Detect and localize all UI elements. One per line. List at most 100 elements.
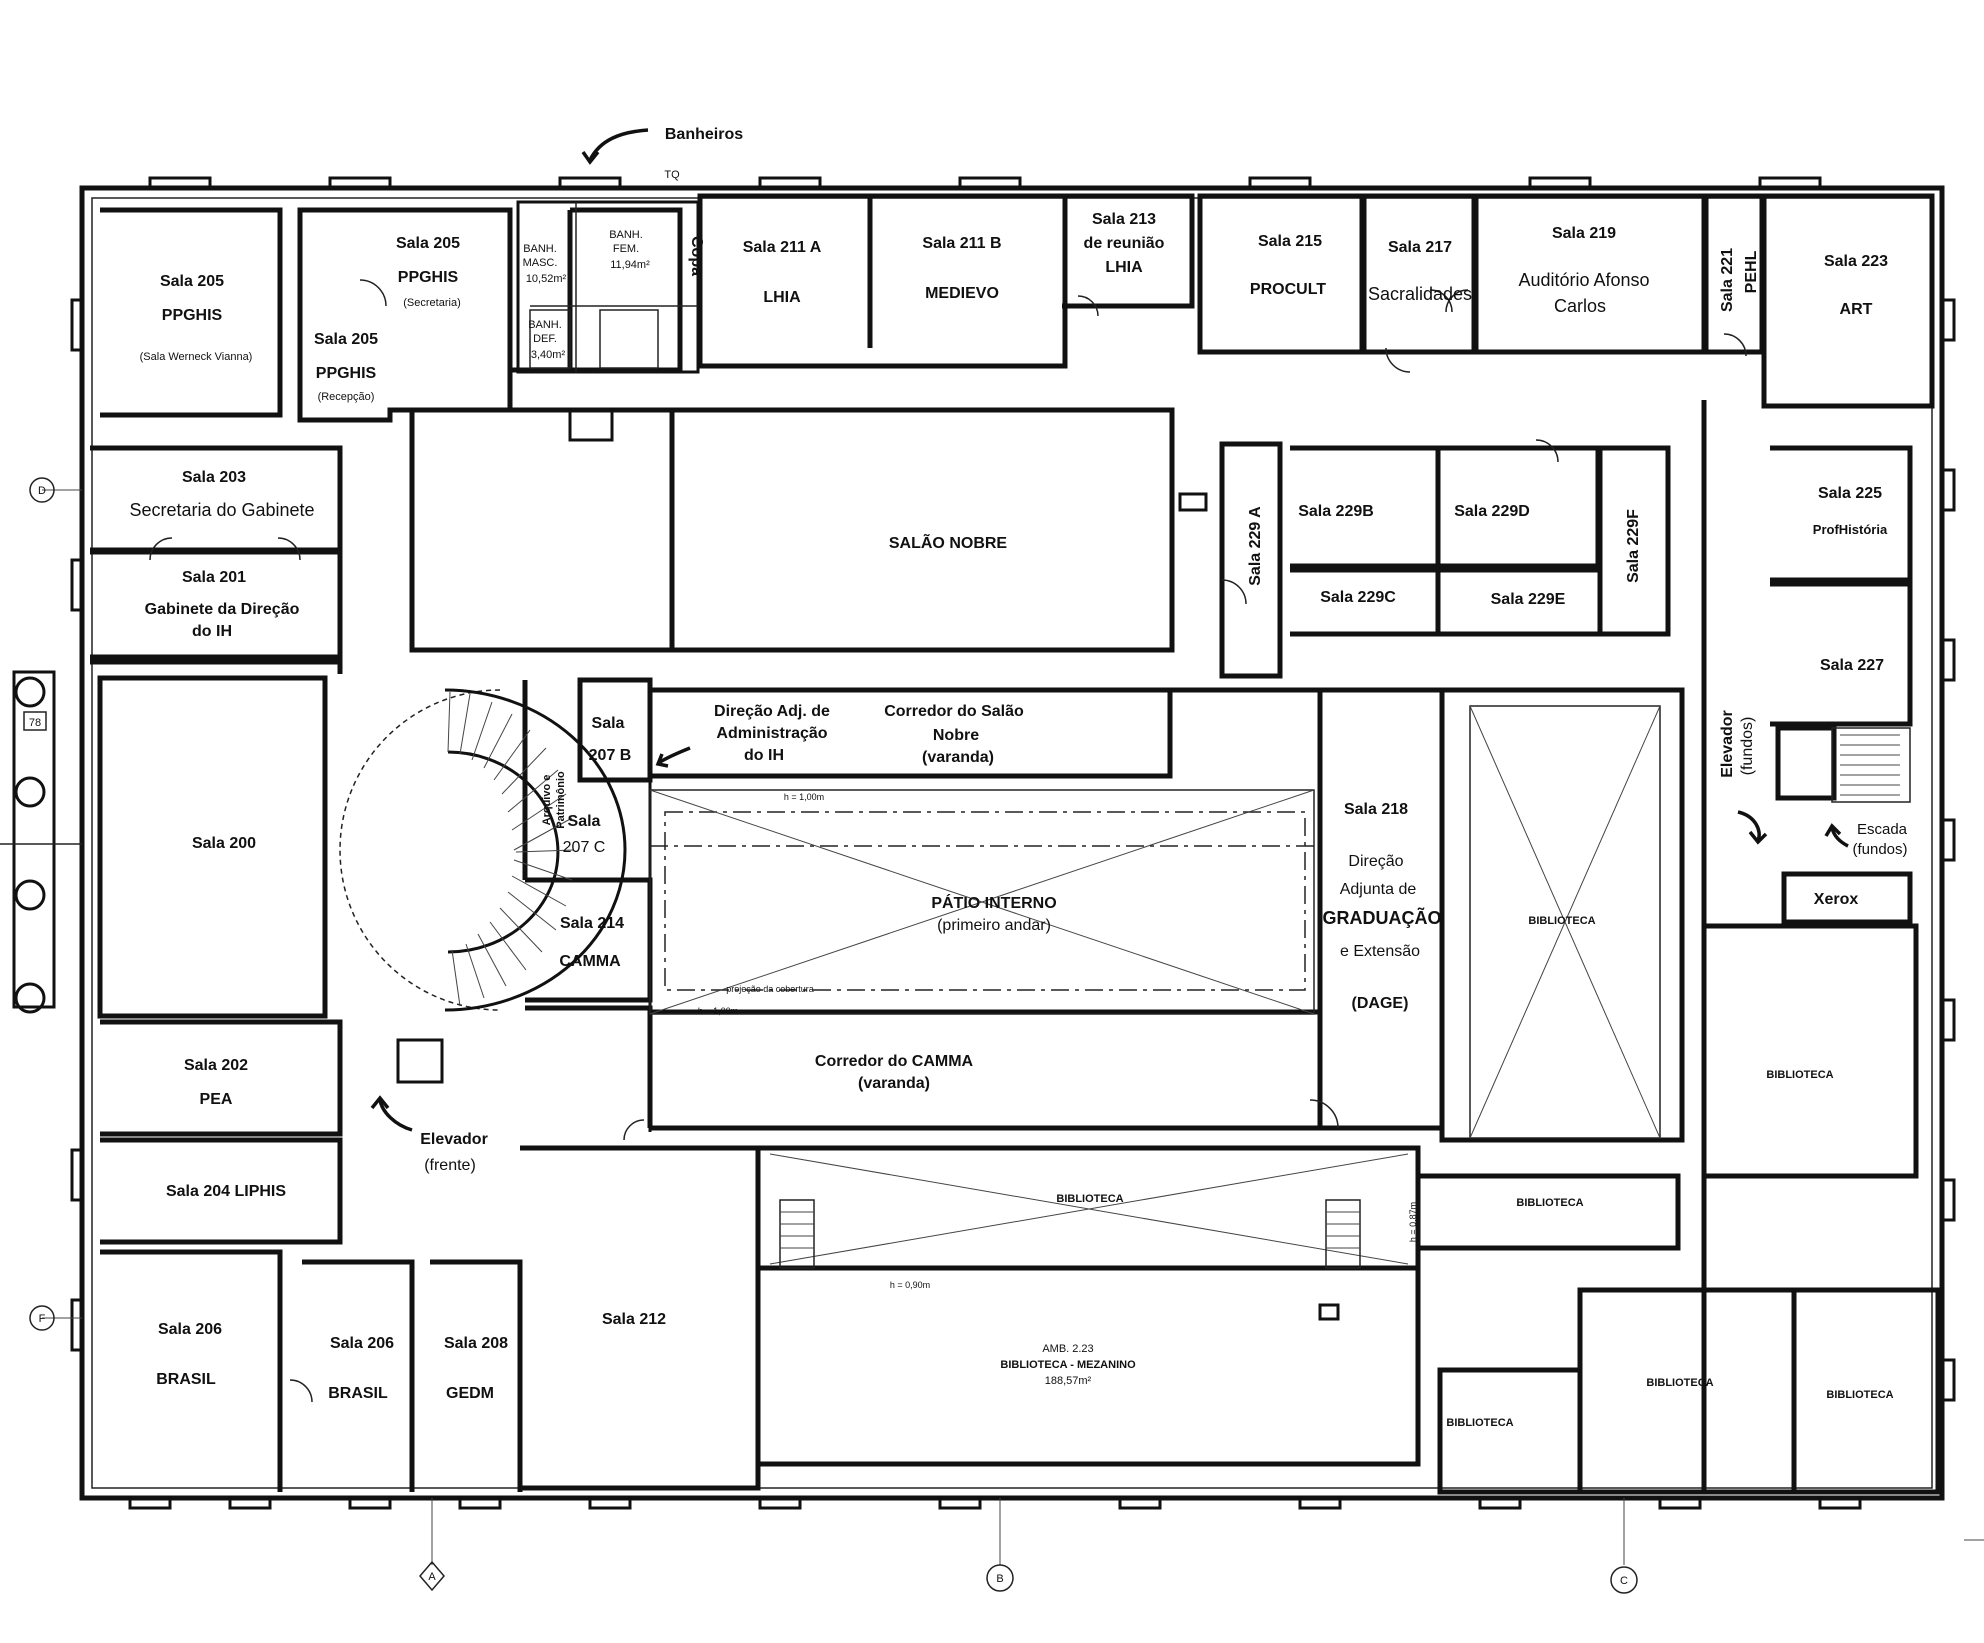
svg-text:PEA: PEA [200, 1091, 233, 1108]
biblioteca-label-5: BIBLIOTECA [1446, 1417, 1513, 1429]
svg-text:BIBLIOTECA - MEZANINO: BIBLIOTECA - MEZANINO [1000, 1359, 1136, 1371]
room-217: Sala 217 Sacralidades [1368, 239, 1472, 304]
svg-text:207 B: 207 B [589, 747, 632, 764]
svg-text:Sacralidades: Sacralidades [1368, 284, 1472, 304]
room-227: Sala 227 [1820, 657, 1884, 674]
room-205-secretaria: Sala 205 PPGHIS (Secretaria) [396, 235, 461, 309]
svg-text:PPGHIS: PPGHIS [316, 365, 377, 382]
svg-text:(fundos): (fundos) [1739, 717, 1756, 776]
svg-text:(Sala Werneck Vianna): (Sala Werneck Vianna) [140, 351, 253, 363]
svg-text:BANH.: BANH. [523, 243, 557, 255]
svg-text:Sala 211 A: Sala 211 A [743, 239, 822, 256]
arrow-escada-fundos [1830, 827, 1849, 848]
svg-text:ART: ART [1840, 301, 1873, 318]
svg-text:BRASIL: BRASIL [156, 1371, 216, 1388]
svg-text:(varanda): (varanda) [858, 1075, 930, 1092]
room-225: Sala 225 ProfHistória [1813, 485, 1888, 537]
svg-text:Elevador: Elevador [420, 1131, 488, 1148]
room-223: Sala 223 ART [1824, 253, 1888, 318]
svg-text:Escada: Escada [1857, 821, 1908, 838]
xerox-label: Xerox [1814, 891, 1859, 908]
svg-text:BANH.: BANH. [609, 229, 643, 241]
room-211b: Sala 211 B MEDIEVO [922, 235, 1001, 302]
copa-label: Copa [688, 236, 705, 276]
svg-text:Sala 218: Sala 218 [1344, 801, 1408, 818]
svg-text:LHIA: LHIA [763, 289, 801, 306]
svg-text:do IH: do IH [744, 747, 784, 764]
axis-c-label: C [1620, 1575, 1628, 1587]
room-207c: Sala 207 C [563, 813, 606, 856]
svg-text:(varanda): (varanda) [922, 749, 994, 766]
svg-text:(Recepção): (Recepção) [318, 391, 375, 403]
biblioteca-label-1: BIBLIOTECA [1528, 915, 1595, 927]
svg-text:GRADUAÇÃO: GRADUAÇÃO [1323, 907, 1442, 928]
banheiro-deficiente: BANH. DEF. 3,40m² [528, 319, 565, 361]
svg-text:Sala 225: Sala 225 [1818, 485, 1882, 502]
svg-text:Direção Adj. de: Direção Adj. de [714, 703, 830, 720]
room-200: Sala 200 [192, 835, 256, 852]
biblioteca-label-7: BIBLIOTECA [1826, 1389, 1893, 1401]
room-221: Sala 221 PEHL [1719, 248, 1760, 312]
room-204: Sala 204 LIPHIS [166, 1183, 286, 1200]
room-208: Sala 208 GEDM [444, 1335, 508, 1402]
svg-text:BRASIL: BRASIL [328, 1385, 388, 1402]
mezanino-label: AMB. 2.23 BIBLIOTECA - MEZANINO 188,57m² [1000, 1343, 1136, 1387]
arrows [370, 128, 1849, 1132]
arrow-elevador-fundos [1737, 810, 1761, 841]
room-229e: Sala 229E [1491, 591, 1566, 608]
room-203: Sala 203 Secretaria do Gabinete [129, 469, 314, 520]
axis-b-label: B [996, 1573, 1003, 1585]
svg-text:Sala 206: Sala 206 [158, 1321, 222, 1338]
svg-text:FEM.: FEM. [613, 243, 639, 255]
svg-text:Sala 208: Sala 208 [444, 1335, 508, 1352]
svg-text:PPGHIS: PPGHIS [162, 307, 223, 324]
room-206-left: Sala 206 BRASIL [156, 1321, 222, 1388]
svg-text:Patrimônio: Patrimônio [555, 771, 567, 829]
room-205-recepcao: Sala 205 PPGHIS (Recepção) [314, 331, 378, 403]
biblioteca-label-2: BIBLIOTECA [1766, 1069, 1833, 1081]
elevador-frente-label: Elevador (frente) [420, 1131, 488, 1174]
room-215: Sala 215 PROCULT [1250, 233, 1326, 298]
svg-text:Sala 219: Sala 219 [1552, 225, 1616, 242]
svg-text:Adjunta de: Adjunta de [1340, 881, 1417, 898]
svg-text:PPGHIS: PPGHIS [398, 269, 459, 286]
svg-text:Elevador: Elevador [1719, 710, 1736, 778]
banheiros-note: Banheiros [665, 126, 743, 143]
svg-text:(primeiro andar): (primeiro andar) [937, 917, 1051, 934]
svg-text:Sala 214: Sala 214 [560, 915, 624, 932]
room-206-right: Sala 206 BRASIL [328, 1335, 394, 1402]
window-marks [568, 408, 1340, 1321]
corredor-camma-label: Corredor do CAMMA (varanda) [815, 1053, 974, 1092]
svg-text:Sala: Sala [592, 715, 625, 732]
svg-text:Sala 217: Sala 217 [1388, 239, 1452, 256]
tq-label: TQ [664, 169, 680, 181]
interior-walls [90, 193, 1941, 1495]
door-swings [149, 279, 1747, 1403]
elevador-fundos-label: Elevador (fundos) [1719, 710, 1756, 778]
room-219: Sala 219 Auditório Afonso Carlos [1518, 225, 1649, 316]
banheiro-masculino: BANH. MASC. 10,52m² [523, 243, 567, 285]
front-staircase [339, 688, 627, 1084]
biblioteca-label-3: BIBLIOTECA [1056, 1193, 1123, 1205]
svg-text:DEF.: DEF. [533, 333, 557, 345]
svg-text:Corredor do Salão: Corredor do Salão [884, 703, 1024, 720]
svg-text:Sala 205: Sala 205 [396, 235, 460, 252]
svg-text:Sala 205: Sala 205 [314, 331, 378, 348]
room-229a: Sala 229 A [1247, 506, 1264, 586]
arquivo-patrimonio: Arquivo e Patrimônio [541, 771, 567, 829]
svg-text:AMB. 2.23: AMB. 2.23 [1042, 1343, 1093, 1355]
svg-text:Sala 223: Sala 223 [1824, 253, 1888, 270]
svg-text:Carlos: Carlos [1554, 296, 1606, 316]
axis-f-label: F [39, 1313, 46, 1325]
svg-text:(fundos): (fundos) [1852, 841, 1907, 858]
svg-text:ProfHistória: ProfHistória [1813, 522, 1888, 537]
svg-text:(frente): (frente) [424, 1157, 476, 1174]
svg-text:188,57m²: 188,57m² [1045, 1375, 1092, 1387]
room-229d: Sala 229D [1454, 503, 1530, 520]
svg-text:Auditório Afonso: Auditório Afonso [1518, 270, 1649, 290]
svg-text:PEHL: PEHL [1743, 250, 1760, 293]
axis-d-label: D [38, 485, 46, 497]
svg-text:(DAGE): (DAGE) [1352, 995, 1409, 1012]
room-213: Sala 213 de reunião LHIA [1084, 211, 1165, 276]
svg-text:Nobre: Nobre [933, 727, 979, 744]
